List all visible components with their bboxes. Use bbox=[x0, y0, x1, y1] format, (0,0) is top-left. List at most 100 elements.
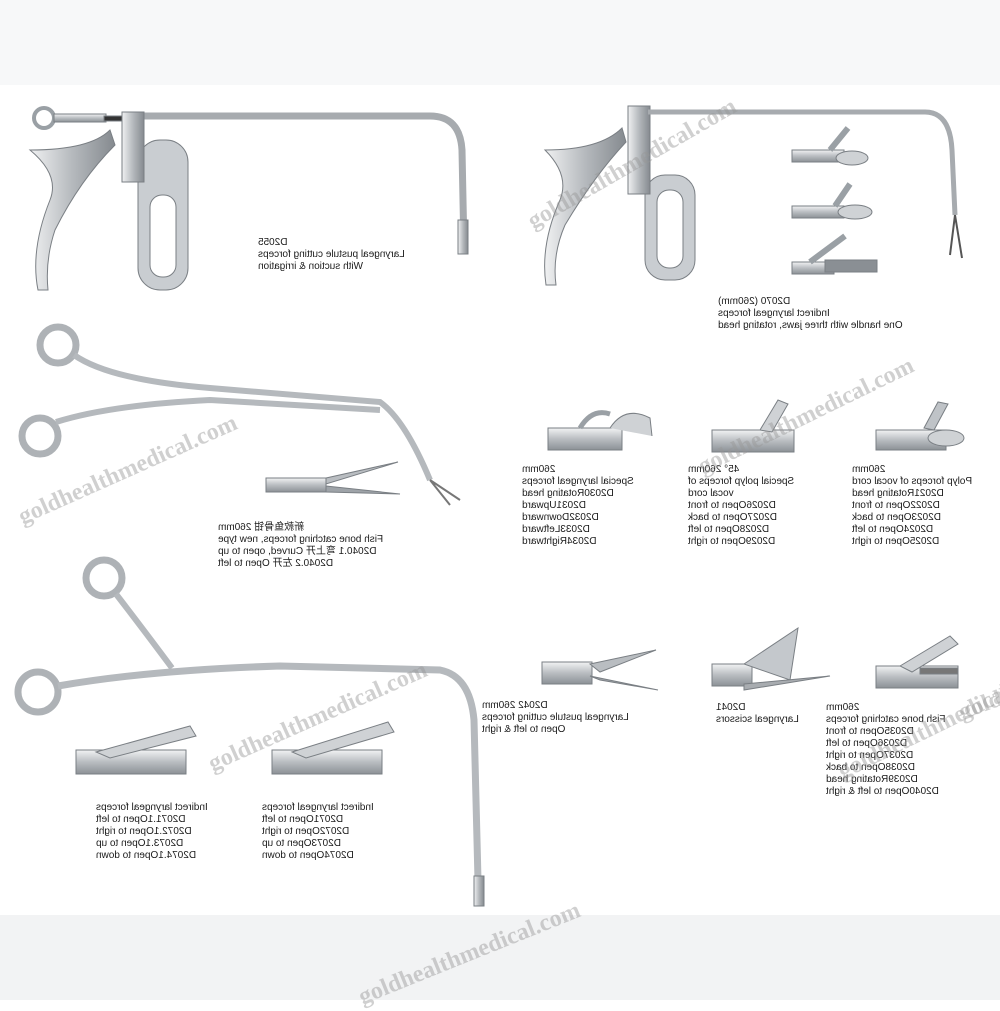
d2055-instrument bbox=[28, 106, 469, 291]
caption-line: Fish bone catching forceps, new type bbox=[218, 534, 384, 545]
product-code: D2073.1 bbox=[145, 838, 184, 849]
caption-line: D2070 (260mm) bbox=[718, 296, 791, 307]
bottom-background-band bbox=[0, 915, 1000, 1000]
caption-row: D2072.1Open to right bbox=[96, 826, 208, 838]
caption-line: Open to left & right bbox=[482, 724, 566, 735]
caption-row: D2027Open to back bbox=[688, 512, 794, 524]
product-desc: Upward bbox=[522, 500, 557, 511]
product-code: D2071 bbox=[313, 814, 344, 825]
caption-d2042: D2042 260mm Laryngeal pustule cutting fo… bbox=[482, 700, 629, 736]
product-code: D2021 bbox=[914, 488, 944, 499]
caption-row: D2072Open to right bbox=[262, 826, 374, 838]
d2070-instrument bbox=[543, 105, 963, 286]
caption-row: D2024Open to left bbox=[852, 524, 972, 536]
caption-line: vocal cord bbox=[688, 488, 734, 499]
caption-row: D2030Rotating head bbox=[522, 488, 634, 500]
product-code: D2025 bbox=[909, 536, 940, 547]
product-code: D2039 bbox=[888, 774, 918, 785]
product-code: D2033 bbox=[560, 524, 590, 535]
product-desc: Open to back bbox=[688, 512, 748, 523]
product-desc: Open to back bbox=[852, 512, 912, 523]
caption-d2040-new-type: 新款鱼骨钳 260mm Fish bone catching forceps, … bbox=[218, 522, 383, 570]
product-code: D2073 bbox=[311, 838, 341, 849]
caption-line: D2040.2 左开 Open to left bbox=[218, 558, 334, 569]
special-polyp-tip bbox=[711, 399, 795, 453]
product-code: D2071.1 bbox=[147, 814, 186, 825]
product-desc: Open to front bbox=[852, 500, 911, 511]
caption-row: D2025Open to right bbox=[852, 536, 972, 548]
d2042-tip bbox=[541, 649, 659, 691]
polyp-vocal-cord-tip bbox=[875, 401, 965, 451]
product-code: D2029 bbox=[745, 536, 776, 547]
caption-line: D2040.1 弯上开 Curved, open to up bbox=[218, 546, 377, 557]
caption-row: D2028Open to left bbox=[688, 524, 794, 536]
caption-line: One handle with three jaws, rotating hea… bbox=[718, 320, 903, 331]
product-desc: Open to front bbox=[826, 726, 885, 737]
caption-row: D2029Open to right bbox=[688, 536, 794, 548]
caption-line: Laryngeal pustule cutting forceps bbox=[482, 712, 629, 723]
product-code: D2040 bbox=[909, 786, 939, 797]
product-desc: Open to left bbox=[262, 814, 314, 825]
product-desc: Open to left & right bbox=[826, 786, 910, 797]
product-code: D2027 bbox=[747, 512, 777, 523]
caption-row: D2023Open to back bbox=[852, 512, 972, 524]
caption-row: D2034Rightward bbox=[522, 536, 634, 548]
product-desc: Downward bbox=[522, 512, 570, 523]
caption-line: D2055 bbox=[258, 237, 288, 248]
caption-row: D2074Open to down bbox=[262, 850, 374, 862]
product-desc: Open to left bbox=[96, 814, 148, 825]
caption-row: D2032Downward bbox=[522, 512, 634, 524]
product-code: D2026 bbox=[746, 500, 776, 511]
caption-line: Indirect laryngeal forceps bbox=[96, 802, 208, 813]
caption-d2055: D2055 Laryngeal pustule cutting forceps … bbox=[258, 237, 405, 273]
product-desc: Open to left bbox=[688, 524, 740, 535]
product-code: D2032 bbox=[569, 512, 599, 523]
product-desc: Open to down bbox=[96, 850, 159, 861]
product-desc: Open to up bbox=[96, 838, 146, 849]
caption-line: With suction & irrigation bbox=[258, 261, 364, 272]
product-desc: Open to front bbox=[688, 500, 747, 511]
product-code: D2023 bbox=[911, 512, 941, 523]
product-desc: Open to right bbox=[688, 536, 746, 547]
product-desc: Open to right bbox=[96, 826, 154, 837]
product-desc: Open to up bbox=[262, 838, 312, 849]
product-desc: Open to left bbox=[852, 524, 904, 535]
indirect-laryngeal-instrument bbox=[14, 556, 485, 907]
caption-row: D2073Open to up bbox=[262, 838, 374, 850]
product-code: D2028 bbox=[739, 524, 770, 535]
caption-line: Indirect laryngeal forceps bbox=[718, 308, 830, 319]
product-code: D2072.1 bbox=[153, 826, 192, 837]
caption-row: D2022Open to front bbox=[852, 500, 972, 512]
product-code: D2074 bbox=[324, 850, 354, 861]
caption-line: Special laryngeal forceps bbox=[522, 476, 634, 487]
caption-line: D2041 bbox=[716, 702, 746, 713]
fish-bone-tip bbox=[875, 635, 959, 689]
caption-row: D2071.1Open to left bbox=[96, 814, 208, 826]
caption-row: D2033Leftward bbox=[522, 524, 634, 536]
product-desc: Rightward bbox=[522, 536, 568, 547]
caption-line: 260mm bbox=[522, 464, 556, 475]
caption-row: D2021Rotating head bbox=[852, 488, 972, 500]
caption-row: D2073.1Open to up bbox=[96, 838, 208, 850]
caption-line: Indirect laryngeal forceps bbox=[262, 802, 374, 813]
product-desc: Rotating head bbox=[522, 488, 585, 499]
caption-d2070: D2070 (260mm) Indirect laryngeal forceps… bbox=[718, 296, 903, 332]
caption-line: D2042 260mm bbox=[482, 700, 548, 711]
caption-row: D2074.1Open to down bbox=[96, 850, 208, 862]
caption-d2041: D2041 Laryngeal scissors bbox=[716, 702, 799, 726]
caption-line: 260mm bbox=[826, 702, 860, 713]
caption-line: Laryngeal scissors bbox=[716, 714, 799, 725]
product-desc: Leftward bbox=[522, 524, 561, 535]
product-desc: Open to right bbox=[262, 826, 320, 837]
special-laryngeal-tip bbox=[547, 410, 653, 451]
caption-line: 260mm bbox=[852, 464, 886, 475]
caption-indirect-laryngeal-a: Indirect laryngeal forceps D2071.1Open t… bbox=[96, 802, 208, 862]
d2041-tip bbox=[711, 626, 831, 691]
product-desc: Rotating head bbox=[852, 488, 915, 499]
top-background-band bbox=[0, 0, 1000, 85]
caption-line: Laryngeal pustule cutting forceps bbox=[258, 249, 405, 260]
d2040-new-type-instrument bbox=[18, 323, 461, 506]
product-code: D2031 bbox=[556, 500, 586, 511]
product-code: D2022 bbox=[910, 500, 940, 511]
caption-indirect-laryngeal-b: Indirect laryngeal forceps D2071Open to … bbox=[262, 802, 374, 862]
